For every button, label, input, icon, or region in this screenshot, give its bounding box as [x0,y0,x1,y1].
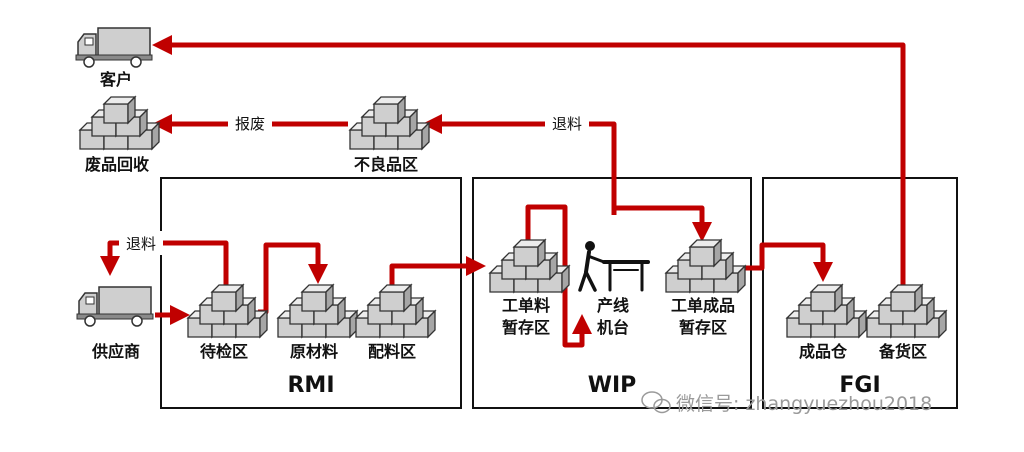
wo-material-box-icon [490,240,569,292]
inspection-label: 待检区 [200,342,248,361]
fgi-area-label: FGI [839,373,880,398]
kitting-box-icon [356,285,435,337]
finished-wh-label: 成品仓 [799,342,848,361]
flow-return-to-supplier [100,240,229,288]
flow-return-to-defect [422,114,617,215]
inspection-box-icon [188,285,267,337]
return-left-flow-label: 退料 [126,235,156,253]
kitting-label: 配料区 [368,342,416,361]
wo-finished-label-line2: 暂存区 [679,318,727,337]
raw-material-label: 原材料 [290,342,338,361]
wo-material-label-line1: 工单料 [502,296,550,315]
line-label-line1: 产线 [597,296,629,315]
flow-line-to-wo-finished [614,205,712,242]
line-label-line2: 机台 [597,318,629,337]
rmi-area-label: RMI [287,373,334,398]
wo-material-label-line2: 暂存区 [502,318,550,337]
flow-wo-finished-to-finished-wh [740,242,833,282]
watermark-text: 微信号: zhangyuezhou2018 [676,393,932,415]
flow-staging-to-customer [152,35,906,288]
defect-area-box-icon [350,97,429,149]
customer-truck-icon [75,27,153,68]
scrap-recycle-box-icon [80,97,159,149]
operator-machine-icon [578,241,650,292]
raw-material-box-icon [278,285,357,337]
wip-area-label: WIP [588,373,637,398]
wo-finished-box-icon [666,240,745,292]
finished-wh-box-icon [787,285,866,337]
scrap-flow-label: 报废 [235,115,265,133]
wo-finished-label-line1: 工单成品 [671,296,735,315]
supplier-truck-icon [76,286,154,327]
rmi-area-box [160,177,462,409]
flow-kitting-to-wo-material [389,256,486,288]
supplier-label: 供应商 [91,342,140,361]
staging-label: 备货区 [878,342,927,361]
fgi-area-box [762,177,958,409]
defect-area-label: 不良品区 [354,155,418,174]
customer-label: 客户 [100,70,132,89]
staging-box-icon [867,285,946,337]
scrap-recycle-label: 废品回收 [85,155,149,174]
wechat-icon [641,391,671,414]
return-top-flow-label: 退料 [552,115,582,133]
